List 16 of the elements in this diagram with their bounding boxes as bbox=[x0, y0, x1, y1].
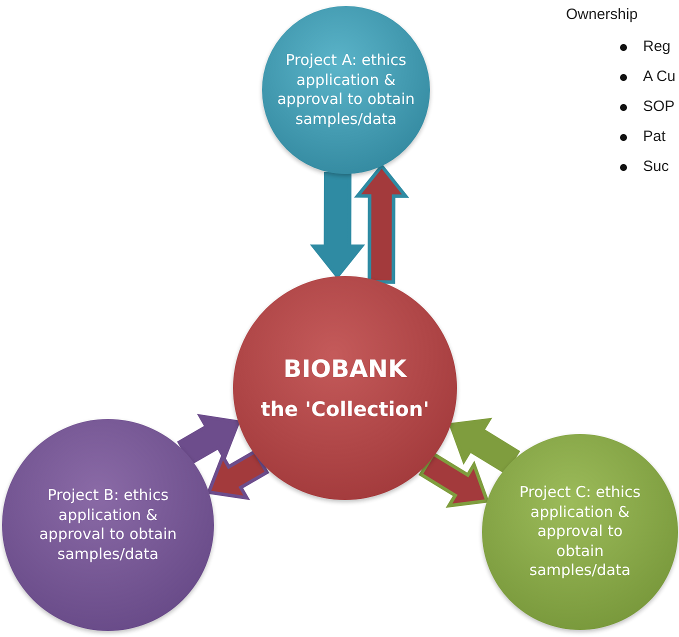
node-title: BIOBANK bbox=[282, 354, 408, 386]
list-item: SOP bbox=[643, 98, 675, 115]
list-heading: Ownership bbox=[566, 6, 638, 23]
node-label: Project B: ethics application & approval to obtain samples/data bbox=[38, 486, 178, 564]
block-arrow bbox=[418, 452, 490, 508]
block-arrow bbox=[354, 163, 410, 284]
list-item: Pat bbox=[643, 128, 666, 145]
list-item: Reg bbox=[643, 38, 671, 55]
block-arrow bbox=[448, 418, 520, 474]
node-label: Project A: ethics application & approval to obtain samples/data bbox=[276, 51, 416, 129]
list-item: A Cu bbox=[643, 68, 676, 85]
list-item: Suc bbox=[643, 158, 669, 175]
block-arrow bbox=[206, 449, 270, 500]
node-subtitle: the 'Collection' bbox=[260, 396, 430, 422]
block-arrow bbox=[177, 414, 241, 466]
node-label: Project C: ethics application & approval to obtain samples/data bbox=[518, 483, 642, 581]
